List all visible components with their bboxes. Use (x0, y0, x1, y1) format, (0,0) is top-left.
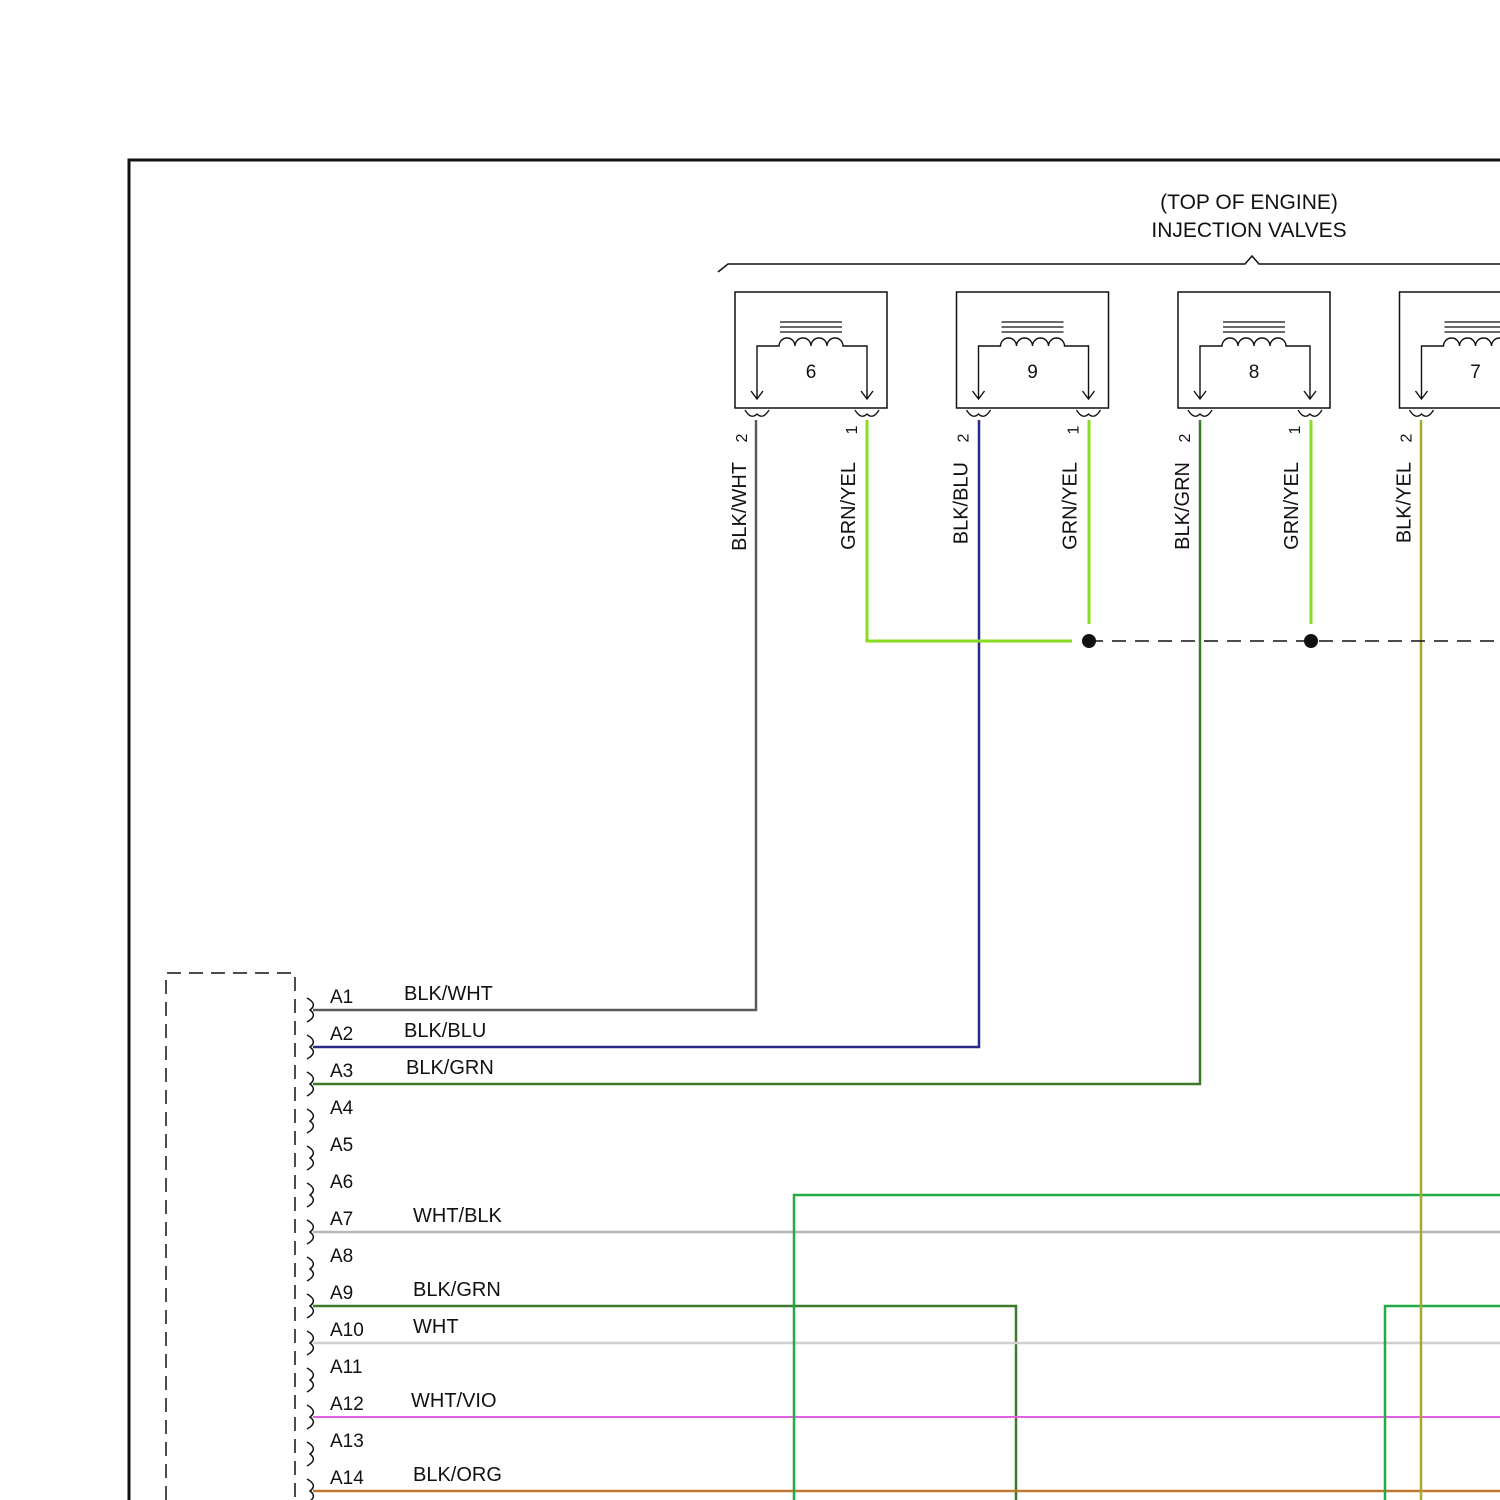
injector-pin-2-wire-label: BLK/WHT (729, 462, 751, 551)
connector-pin-label: A7 (330, 1209, 353, 1230)
connector-pin-label: A4 (330, 1098, 354, 1119)
injector-pin-2-wire-label: BLK/BLU (951, 462, 973, 544)
injector-cylinder-number: 8 (1249, 362, 1260, 383)
injector-pin-2-number: 2 (1177, 433, 1194, 442)
connector-wire-label: BLK/ORG (413, 1464, 502, 1486)
connector-pin-socket (307, 1220, 313, 1244)
connector-wire-label: WHT (413, 1316, 459, 1338)
terminal-socket (855, 410, 879, 416)
injector-pin-1-wire-label: GRN/YEL (1060, 462, 1082, 550)
terminal-socket (1188, 410, 1212, 416)
injector-pin-2-number: 2 (734, 433, 751, 442)
terminal-socket (1298, 410, 1322, 416)
connector-wire-label: WHT/VIO (411, 1390, 497, 1412)
group-bracket (718, 256, 1500, 272)
injector-box (1178, 292, 1330, 408)
injector-pin-2-wire-label: BLK/YEL (1394, 462, 1416, 543)
splice-dot (1304, 634, 1318, 648)
injector-pin-2-number: 2 (956, 433, 973, 442)
group-title-line1: (TOP OF ENGINE) (1160, 191, 1338, 214)
injector-pin-1-number: 1 (844, 425, 861, 434)
splice-dot (1082, 634, 1096, 648)
connector-wire-label: WHT/BLK (413, 1205, 503, 1227)
injector-box (735, 292, 887, 408)
injector-box (957, 292, 1109, 408)
injector-cylinder-number: 6 (806, 362, 817, 383)
injector-cylinder-number: 9 (1027, 362, 1038, 383)
wire-a2-blk-blu (313, 420, 979, 1047)
terminal-socket (1410, 410, 1434, 416)
injector-pin-1-wire-label: GRN/YEL (1281, 462, 1303, 550)
terminal-socket (745, 410, 769, 416)
injector-pin-2-number: 2 (1399, 433, 1416, 442)
connector-pin-label: A8 (330, 1246, 353, 1267)
connector-pin-socket (307, 1405, 313, 1429)
connector-pin-socket (307, 1035, 313, 1059)
connector-pin-socket (307, 998, 313, 1022)
connector-pin-label: A10 (330, 1320, 364, 1341)
group-title-line2: INJECTION VALVES (1151, 219, 1346, 242)
connector-pin-socket (307, 1109, 313, 1133)
solenoid-coil-symbol (1422, 338, 1500, 398)
connector-pin-label: A1 (330, 987, 353, 1008)
connector-pin-label: A14 (330, 1468, 364, 1489)
connector-wire-label: BLK/GRN (406, 1057, 494, 1079)
connector-pin-label: A12 (330, 1394, 364, 1415)
wire-green-a (794, 1195, 1500, 1500)
ecu-connector-outline (166, 973, 295, 1500)
connector-pin-label: A3 (330, 1061, 353, 1082)
connector-wire-label: BLK/BLU (404, 1020, 486, 1042)
injector-box (1400, 292, 1500, 408)
connector-pin-socket (307, 1479, 313, 1500)
terminal-socket (967, 410, 991, 416)
connector-pin-socket (307, 1183, 313, 1207)
connector-pin-label: A11 (330, 1357, 362, 1378)
connector-pin-label: A9 (330, 1283, 353, 1304)
connector-pin-label: A13 (330, 1431, 364, 1452)
wire-labels: BLK/WHT BLK/BLU BLK/GRN WHT/BLK BLK/GRN WHT WH… (404, 983, 503, 1486)
injector-pin-1-wire-label: GRN/YEL (838, 462, 860, 550)
connector-pin-socket (307, 1072, 313, 1096)
connector-pin-socket (307, 1294, 313, 1318)
wires (313, 420, 1500, 1500)
injector-cylinder-number: 7 (1470, 362, 1481, 383)
connector-pin-label: A5 (330, 1135, 353, 1156)
connector-pin-socket (307, 1442, 313, 1466)
terminal-socket (1077, 410, 1101, 416)
connector-pin-socket (307, 1368, 313, 1392)
connector-pin-socket (307, 1257, 313, 1281)
connector-wire-label: BLK/GRN (413, 1279, 501, 1301)
connector-pin-socket (307, 1146, 313, 1170)
injector-pin-1-number: 1 (1066, 425, 1083, 434)
wire-green-b (1385, 1306, 1500, 1500)
connector-wire-label: BLK/WHT (404, 983, 493, 1005)
connector-pin-label: A2 (330, 1024, 353, 1045)
connector-pin-socket (307, 1331, 313, 1355)
injector-pin-2-wire-label: BLK/GRN (1172, 462, 1194, 550)
wire-a1-blk-wht (313, 420, 756, 1010)
connector-pin-label: A6 (330, 1172, 353, 1193)
injector-pin-1-number: 1 (1287, 425, 1304, 434)
